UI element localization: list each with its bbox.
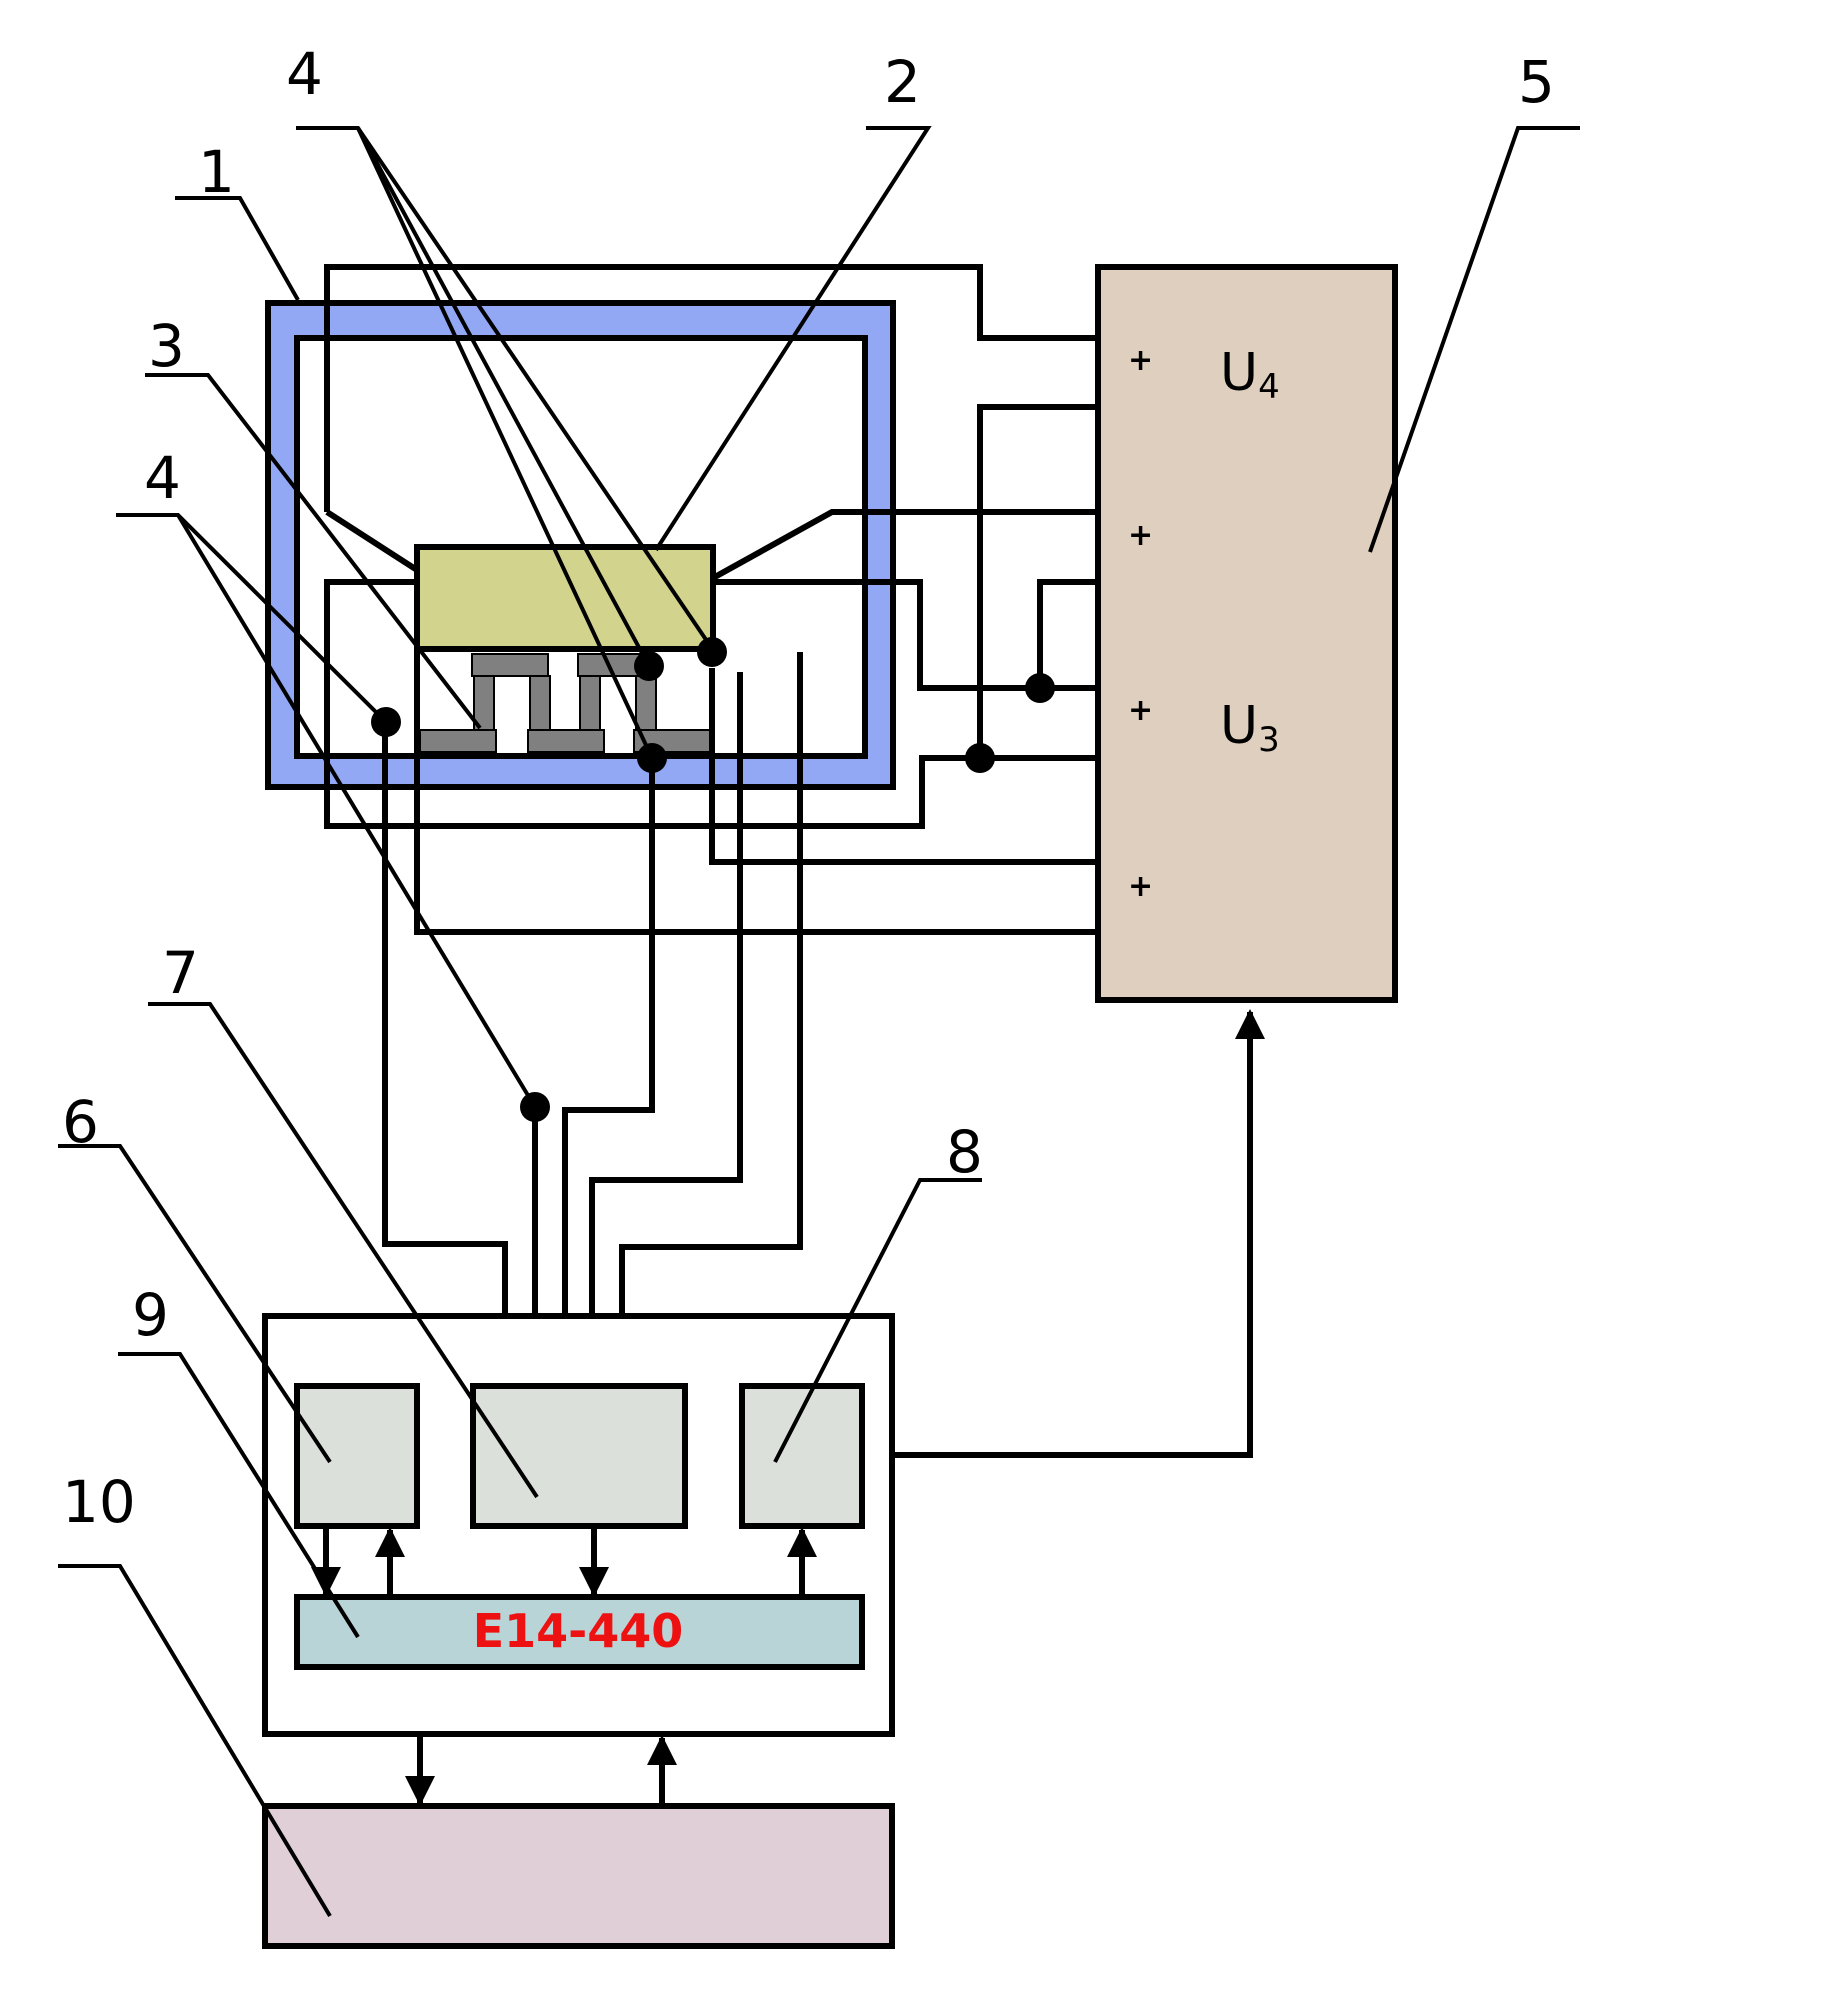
leader-2 xyxy=(654,126,932,552)
junction-dot xyxy=(697,637,727,667)
plus-terminal-4: + xyxy=(1128,869,1153,904)
signal-wire-3 xyxy=(562,758,655,1384)
wire-power-bottom xyxy=(414,652,1098,935)
label-2: 2 xyxy=(884,48,921,116)
electrode-bottom-mid xyxy=(527,729,605,753)
plus-terminal-1: + xyxy=(1128,343,1153,378)
label-3: 3 xyxy=(148,312,185,380)
interface-arrows xyxy=(311,1526,817,1597)
voltage-u4-sub: 4 xyxy=(1258,367,1280,407)
label-6: 6 xyxy=(62,1088,99,1156)
power-supply-labels: + + + + U4 U3 xyxy=(1128,343,1280,904)
plus-terminal-2: + xyxy=(1128,518,1153,553)
voltage-u4-main: U xyxy=(1220,343,1258,403)
computer-arrows xyxy=(405,1734,677,1806)
leader-9 xyxy=(118,1352,360,1639)
label-1: 1 xyxy=(198,138,235,206)
label-4-top: 4 xyxy=(286,40,323,108)
leader-3 xyxy=(145,373,482,730)
label-9: 9 xyxy=(132,1281,169,1349)
control-wire-to-power xyxy=(862,1009,1265,1458)
electrode-bottom-left xyxy=(419,729,497,753)
voltage-u3-main: U xyxy=(1220,696,1258,756)
heater-block xyxy=(414,544,716,652)
wire-u3-plus xyxy=(713,579,1098,691)
label-4-left: 4 xyxy=(144,444,181,512)
computer xyxy=(262,1803,895,1949)
block-7 xyxy=(470,1383,688,1529)
electrode-structure xyxy=(419,653,711,753)
leader-10 xyxy=(58,1564,332,1918)
leader-8 xyxy=(773,1178,982,1463)
voltage-u3-sub: 3 xyxy=(1258,720,1280,760)
power-supply xyxy=(1095,264,1398,1003)
leader-6 xyxy=(58,1144,332,1464)
leader-5 xyxy=(1368,126,1580,553)
wire-heater-left xyxy=(325,509,419,573)
voltage-u3-label: U3 xyxy=(1220,696,1280,760)
label-7: 7 xyxy=(162,939,199,1007)
leader-1 xyxy=(175,196,300,301)
electrode-top-left xyxy=(471,653,549,677)
leader-7 xyxy=(148,1002,539,1499)
wire-heater-right xyxy=(711,509,1098,581)
block-6 xyxy=(294,1383,420,1529)
leader-lines xyxy=(58,126,1580,1918)
number-labels: 1 2 3 4 4 5 6 7 8 9 10 xyxy=(62,40,1555,1536)
wire-u3-plus-loop xyxy=(1037,579,1098,688)
label-10: 10 xyxy=(62,1468,136,1536)
adc-label: E14-440 xyxy=(473,1604,684,1658)
wire-u4-plus xyxy=(324,264,1098,512)
wire-terminal-4 xyxy=(709,668,1098,865)
junction-dot xyxy=(965,743,995,773)
wire-u4-minus xyxy=(977,404,1098,758)
label-8: 8 xyxy=(946,1118,983,1186)
voltage-u4-label: U4 xyxy=(1220,343,1280,407)
leader-4-top-c xyxy=(356,127,654,759)
plus-terminal-3: + xyxy=(1128,693,1153,728)
leader-4-top-b xyxy=(356,127,651,667)
adc-bar xyxy=(294,1594,865,1670)
leader-4-left-b xyxy=(176,513,537,1109)
wire-u3-minus xyxy=(324,579,1098,829)
label-5: 5 xyxy=(1518,48,1555,116)
signal-wire-4 xyxy=(589,672,743,1384)
junction-dot xyxy=(1025,673,1055,703)
